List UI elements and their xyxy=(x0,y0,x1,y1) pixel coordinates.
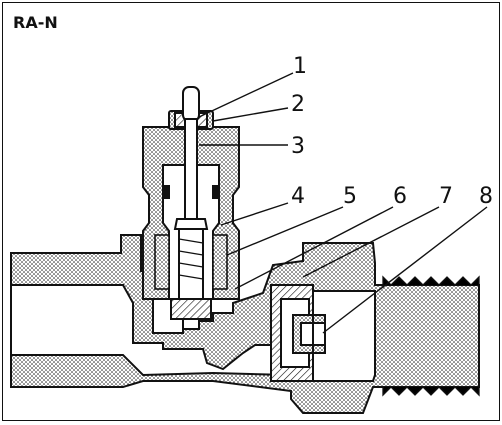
valve-cross-section: 1 2 3 4 5 6 7 8 xyxy=(10,54,493,414)
callout-6: 6 xyxy=(393,184,407,209)
o-rings xyxy=(162,185,220,199)
callouts: 1 2 3 4 5 6 7 8 xyxy=(291,54,493,209)
callout-2: 2 xyxy=(291,92,305,117)
valve-stem xyxy=(170,86,212,330)
callout-5: 5 xyxy=(343,184,357,209)
callout-3: 3 xyxy=(291,134,305,159)
return-spring xyxy=(154,234,228,290)
valve-body xyxy=(10,234,480,414)
diagram-frame: RA-N xyxy=(2,2,500,421)
outlet-thread xyxy=(382,275,480,397)
callout-8: 8 xyxy=(479,184,493,209)
callout-7: 7 xyxy=(439,184,453,209)
leader-lines xyxy=(198,72,488,334)
outlet-insert xyxy=(270,284,326,382)
callout-1: 1 xyxy=(293,54,307,79)
callout-4: 4 xyxy=(291,184,305,209)
diagram-title: RA-N xyxy=(13,13,58,32)
